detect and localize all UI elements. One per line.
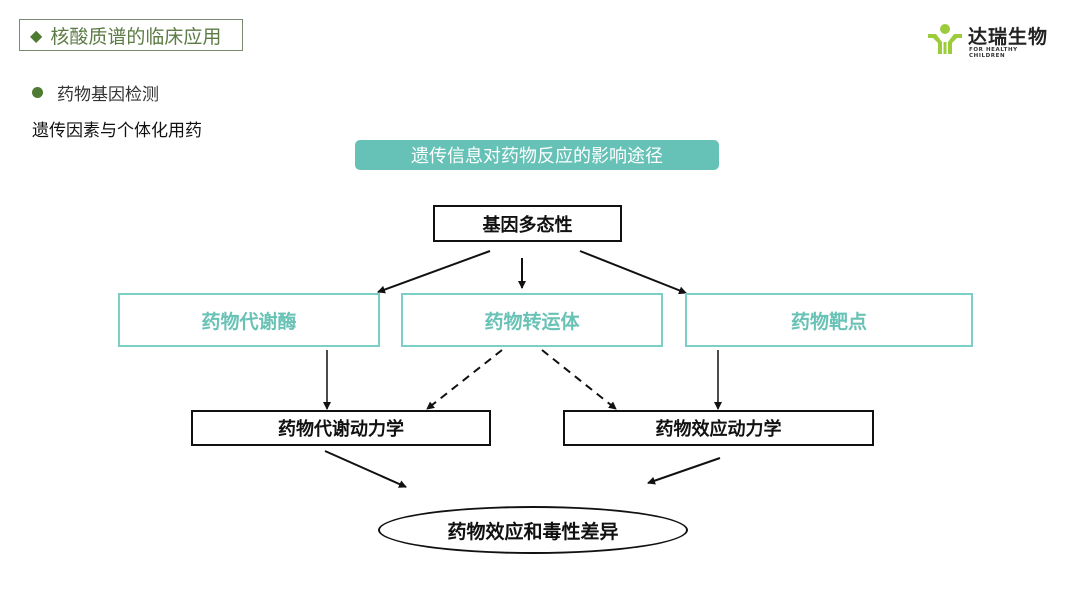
node-outcome-ellipse: 药物效应和毒性差异 (378, 506, 688, 554)
diagram-banner: 遗传信息对药物反应的影响途径 (355, 140, 719, 170)
arrow-transporter-to-pk (426, 349, 503, 410)
node-pharmacodynamics: 药物效应动力学 (563, 410, 874, 446)
arrow-root-to-target (579, 250, 687, 295)
bullet-text: 药物基因检测 (57, 85, 159, 105)
node-drug-target: 药物靶点 (685, 293, 973, 347)
arrow-root-to-enzyme (377, 250, 491, 294)
bullet-dot-icon (32, 87, 43, 98)
section-title-box: ◆ 核酸质谱的临床应用 (19, 19, 243, 51)
node-metabolic-enzyme: 药物代谢酶 (118, 293, 380, 347)
section-title: 核酸质谱的临床应用 (50, 25, 222, 48)
node-gene-polymorphism: 基因多态性 (433, 205, 622, 242)
arrow-pd-to-outcome (647, 457, 721, 485)
logo-name: 达瑞生物 (968, 26, 1049, 48)
arrow-transporter-to-pd (541, 349, 617, 410)
diamond-icon: ◆ (30, 25, 43, 45)
node-pharmacokinetics: 药物代谢动力学 (191, 410, 491, 446)
bullet-item: 药物基因检测 (32, 80, 159, 105)
company-logo: 达瑞生物 FOR HEALTHY CHILDREN (926, 22, 1056, 59)
logo-tagline: FOR HEALTHY CHILDREN (969, 47, 1018, 59)
node-drug-transporter: 药物转运体 (401, 293, 663, 347)
subtitle: 遗传因素与个体化用药 (32, 121, 202, 141)
arrow-pk-to-outcome (324, 450, 407, 488)
logo-figure-icon (928, 24, 962, 54)
